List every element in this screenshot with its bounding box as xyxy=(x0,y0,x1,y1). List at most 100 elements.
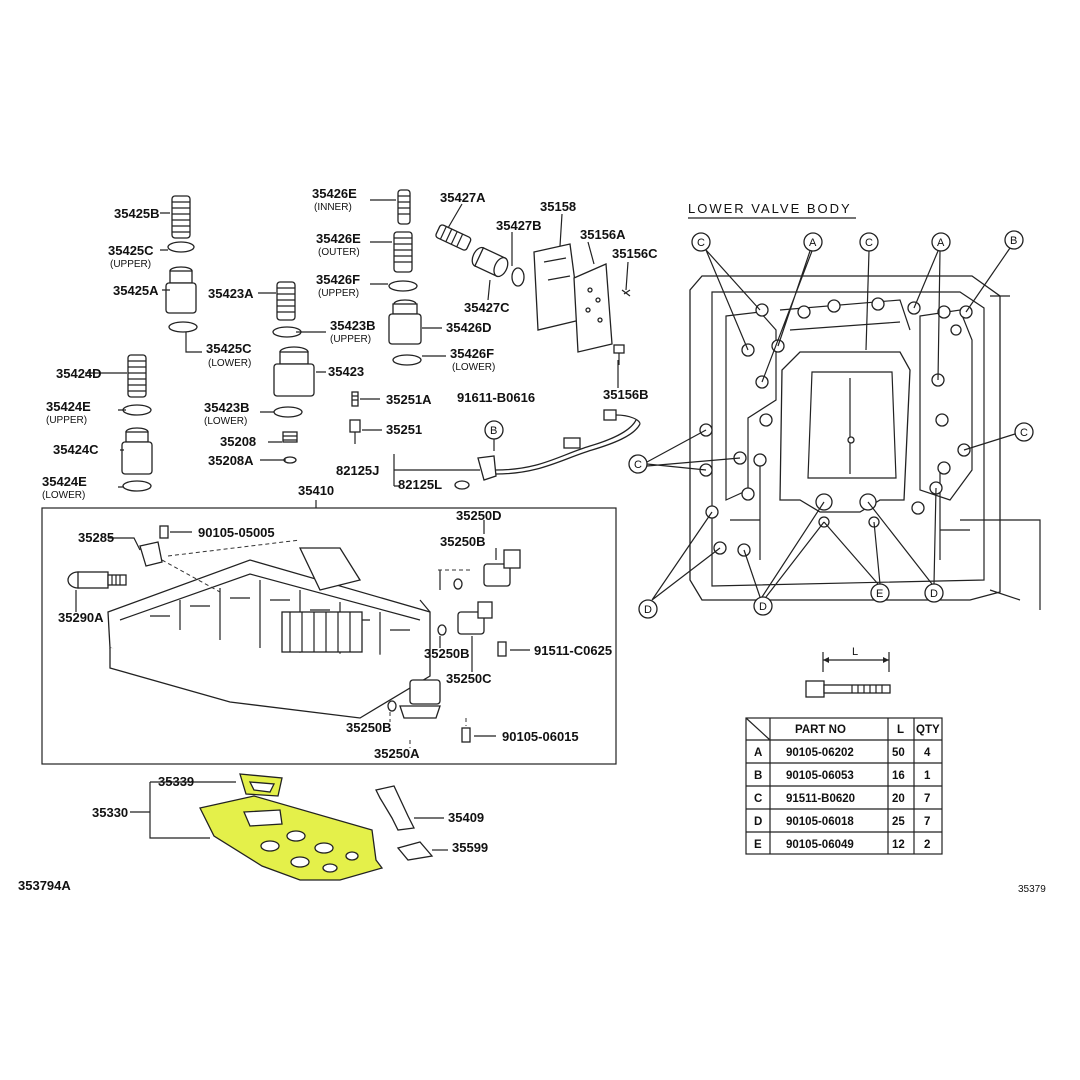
o-ring-35425c-upper xyxy=(167,241,195,253)
table-row: C 91511-B0620 20 7 xyxy=(754,793,930,805)
label-35424d: 35424D xyxy=(56,366,102,381)
corner-mark: 35379 xyxy=(1018,884,1046,895)
marker-d-1: D xyxy=(638,511,721,619)
svg-text:7: 7 xyxy=(924,793,930,805)
wire-harness: 35251A 35251 91611-B0616 B 82125J 82125L xyxy=(336,390,641,492)
label-35425c-lower-sub: (LOWER) xyxy=(208,358,251,369)
assembly-35410: 35410 35285 90105-05005 35290A xyxy=(41,483,617,765)
label-35251: 35251 xyxy=(386,422,422,437)
label-35250b-mid: 35250B xyxy=(424,646,470,661)
svg-text:E: E xyxy=(876,588,883,600)
bolt-90105-06015 xyxy=(461,727,471,743)
clip-35285 xyxy=(139,541,163,567)
marker-a-2: A xyxy=(913,232,951,381)
label-35424e-upper: 35424E xyxy=(46,399,91,414)
marker-b: B xyxy=(965,230,1024,313)
marker-d-3: D xyxy=(867,487,944,603)
bolt-90105-05005 xyxy=(159,525,169,539)
label-91611-b0616: 91611-B0616 xyxy=(457,390,535,405)
label-35425c-upper-sub: (UPPER) xyxy=(110,259,151,270)
svg-text:D: D xyxy=(759,601,767,613)
marker-b-label: B xyxy=(490,425,497,437)
assembly-frame xyxy=(41,507,617,765)
center-valve-stack: 35423A 35423B (UPPER) 35423 35423B (LOWE… xyxy=(204,281,376,468)
table-row: A 90105-06202 50 4 xyxy=(754,747,931,759)
svg-text:4: 4 xyxy=(924,747,931,759)
svg-text:12: 12 xyxy=(892,839,905,851)
left-valve-stack: 35425B 35425C (UPPER) 35425A 35425C (LOW… xyxy=(42,195,252,501)
label-35426e-outer-sub: (OUTER) xyxy=(318,247,360,258)
label-35425b: 35425B xyxy=(114,206,160,221)
label-35156c: 35156C xyxy=(612,246,658,261)
label-35423b-lower-sub: (LOWER) xyxy=(204,416,247,427)
bolt-91511-c0625 xyxy=(497,641,507,657)
label-35423b-upper-sub: (UPPER) xyxy=(330,334,371,345)
label-35250c: 35250C xyxy=(446,671,492,686)
svg-text:50: 50 xyxy=(892,747,905,759)
svg-text:B: B xyxy=(754,770,762,782)
label-35426e-inner: 35426E xyxy=(312,186,357,201)
label-35250b-top: 35250B xyxy=(440,534,486,549)
group-35427: 35427A 35427B 35427C xyxy=(435,190,542,315)
label-35250b-low: 35250B xyxy=(346,720,392,735)
svg-text:90105-06053: 90105-06053 xyxy=(786,770,854,782)
label-35426d: 35426D xyxy=(446,320,492,335)
plate-35156a xyxy=(573,263,613,353)
label-35425a: 35425A xyxy=(113,283,159,298)
label-35410: 35410 xyxy=(298,483,334,498)
label-82125j: 82125J xyxy=(336,463,379,478)
plates-35158-35156: 35158 35156A 35156C 35156B xyxy=(533,199,658,402)
svg-text:90105-06049: 90105-06049 xyxy=(786,839,854,851)
oil-strainer-35330: 35339 35330 xyxy=(92,773,384,881)
label-35427a: 35427A xyxy=(440,190,486,205)
label-35156b: 35156B xyxy=(603,387,649,402)
svg-text:1: 1 xyxy=(924,770,931,782)
label-35330: 35330 xyxy=(92,805,128,820)
label-35424e-lower-sub: (LOWER) xyxy=(42,490,85,501)
label-35158: 35158 xyxy=(540,199,576,214)
label-90105-05005: 90105-05005 xyxy=(198,525,275,540)
label-35427b: 35427B xyxy=(496,218,542,233)
plug-35208 xyxy=(282,431,298,443)
dimension-l-label: L xyxy=(852,646,858,658)
label-35208: 35208 xyxy=(220,434,256,449)
label-35290a: 35290A xyxy=(58,610,104,625)
svg-text:C: C xyxy=(754,793,762,805)
svg-text:E: E xyxy=(754,839,762,851)
table-row: D 90105-06018 25 7 xyxy=(754,816,930,828)
svg-text:C: C xyxy=(1020,427,1028,439)
table-row: E 90105-06049 12 2 xyxy=(754,839,930,851)
svg-text:91511-B0620: 91511-B0620 xyxy=(786,793,855,805)
upper-valve-body-sketch xyxy=(107,547,431,719)
label-35424e-lower: 35424E xyxy=(42,474,87,489)
svg-text:A: A xyxy=(809,237,817,249)
svg-text:7: 7 xyxy=(924,816,930,828)
o-ring-35424e-lower xyxy=(122,480,152,492)
marker-c-1: C xyxy=(691,232,761,351)
solenoid-35250a xyxy=(399,679,441,719)
solenoid-35290a xyxy=(67,571,127,589)
label-35426f-upper-sub: (UPPER) xyxy=(318,288,359,299)
label-35423b-upper: 35423B xyxy=(330,318,376,333)
label-35409: 35409 xyxy=(448,810,484,825)
svg-text:90105-06018: 90105-06018 xyxy=(786,816,854,828)
plug-35425a xyxy=(165,266,197,314)
lower-valve-body-title: LOWER VALVE BODY xyxy=(688,201,852,216)
table-header-qty: QTY xyxy=(916,724,940,736)
label-91511-c0625: 91511-C0625 xyxy=(534,643,612,658)
brackets-35409-35599: 35409 35599 xyxy=(375,785,488,861)
table-row: B 90105-06053 16 1 xyxy=(754,770,931,782)
svg-text:D: D xyxy=(644,604,652,616)
label-35339: 35339 xyxy=(158,774,194,789)
plate-35158 xyxy=(533,243,581,331)
plug-35424c xyxy=(121,427,153,475)
marker-c-2: C xyxy=(859,232,879,351)
label-35424e-upper-sub: (UPPER) xyxy=(46,415,87,426)
table-header-l: L xyxy=(897,724,904,736)
stack-35426: 35426E (INNER) 35426E (OUTER) 35426F (UP… xyxy=(312,186,495,373)
spring-35423a xyxy=(276,281,296,321)
label-35426f-upper: 35426F xyxy=(316,272,360,287)
label-35426e-inner-sub: (INNER) xyxy=(314,202,352,213)
label-35250a: 35250A xyxy=(374,746,420,761)
solenoid-35250d xyxy=(483,549,521,587)
